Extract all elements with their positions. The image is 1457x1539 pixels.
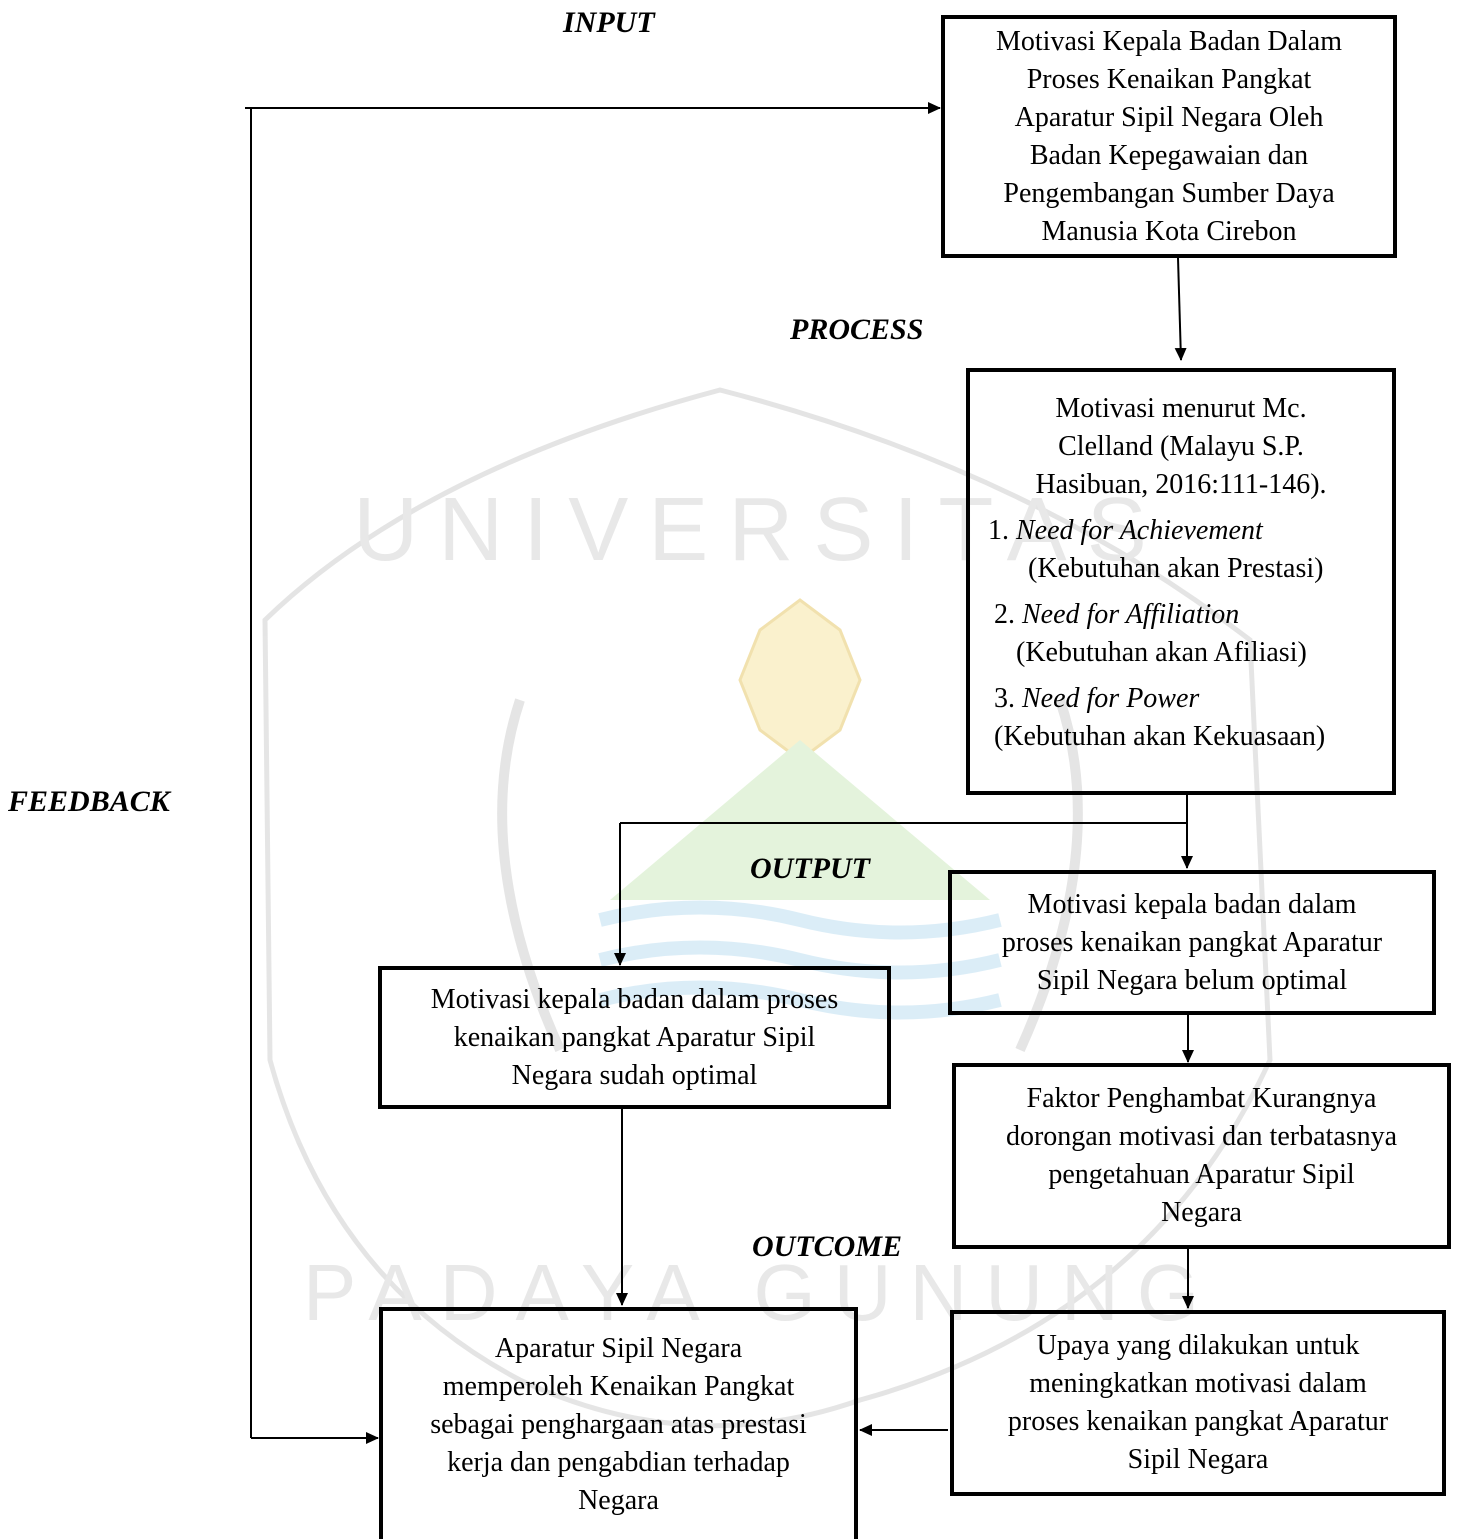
label-input: INPUT xyxy=(563,6,655,39)
label-process: PROCESS xyxy=(790,313,924,346)
label-outcome: OUTCOME xyxy=(752,1230,903,1263)
needs-list: 1. Need for Achievement (Kebutuhan akan … xyxy=(980,504,1382,756)
input-line: Aparatur Sipil Negara Oleh xyxy=(1014,101,1324,133)
improvement-effort-box: Upaya yang dilakukan untuk meningkatkan … xyxy=(950,1310,1446,1496)
output-optimal-box: Motivasi kepala badan dalam proses kenai… xyxy=(378,966,891,1109)
need-english: Need for Achievement xyxy=(1016,515,1263,546)
outcome-line: Negara xyxy=(578,1485,659,1516)
label-output: OUTPUT xyxy=(750,852,870,885)
need-indonesian: (Kebutuhan akan Prestasi) xyxy=(1028,553,1324,584)
need-number: 3. xyxy=(994,683,1015,714)
output-not-optimal-box: Motivasi kepala badan dalam proses kenai… xyxy=(948,870,1436,1015)
need-item-achievement: 1. Need for Achievement (Kebutuhan akan … xyxy=(980,512,1382,588)
output-right-line: Sipil Negara belum optimal xyxy=(1036,964,1348,996)
process-intro-line: Hasibuan, 2016:111-146). xyxy=(1035,469,1327,500)
output-left-line: Motivasi kepala badan dalam proses xyxy=(430,983,839,1015)
inhibitor-line: pengetahuan Aparatur Sipil xyxy=(1048,1159,1355,1190)
need-english: Need for Affiliation xyxy=(1022,599,1240,630)
outcome-box: Aparatur Sipil Negara memperoleh Kenaika… xyxy=(379,1307,858,1539)
output-right-line: proses kenaikan pangkat Aparatur xyxy=(1001,926,1383,958)
input-box: Motivasi Kepala Badan Dalam Proses Kenai… xyxy=(941,15,1397,258)
outcome-line: memperoleh Kenaikan Pangkat xyxy=(442,1371,795,1402)
need-item-power: 3. Need for Power (Kebutuhan akan Kekuas… xyxy=(980,680,1382,756)
need-item-affiliation: 2. Need for Affiliation (Kebutuhan akan … xyxy=(980,596,1382,672)
input-line: Pengembangan Sumber Daya xyxy=(1003,177,1335,209)
outcome-line: sebagai penghargaan atas prestasi xyxy=(430,1409,807,1440)
arrow-input-to-process xyxy=(1174,257,1187,361)
effort-line: Sipil Negara xyxy=(1127,1444,1269,1475)
label-feedback: FEEDBACK xyxy=(8,785,170,818)
output-right-line: Motivasi kepala badan dalam xyxy=(1027,888,1357,920)
output-left-line: kenaikan pangkat Aparatur Sipil xyxy=(453,1021,816,1053)
need-indonesian: (Kebutuhan akan Afiliasi) xyxy=(1016,637,1307,668)
need-number: 2. xyxy=(994,599,1015,630)
inhibitor-line: Faktor Penghambat Kurangnya xyxy=(1026,1083,1377,1114)
process-intro-line: Motivasi menurut Mc. xyxy=(1055,393,1307,424)
effort-line: meningkatkan motivasi dalam xyxy=(1029,1368,1367,1399)
need-english: Need for Power xyxy=(1022,683,1200,714)
process-box: Motivasi menurut Mc. Clelland (Malayu S.… xyxy=(966,368,1396,795)
input-line: Proses Kenaikan Pangkat xyxy=(1026,63,1312,95)
inhibitor-line: Negara xyxy=(1161,1197,1242,1228)
inhibitor-line: dorongan motivasi dan terbatasnya xyxy=(1005,1121,1398,1152)
input-line: Badan Kepegawaian dan xyxy=(1029,139,1309,171)
need-indonesian: (Kebutuhan akan Kekuasaan) xyxy=(994,721,1326,752)
effort-line: Upaya yang dilakukan untuk xyxy=(1036,1330,1360,1361)
output-left-line: Negara sudah optimal xyxy=(511,1059,758,1091)
need-number: 1. xyxy=(988,515,1009,546)
process-intro-line: Clelland (Malayu S.P. xyxy=(1058,431,1304,462)
outcome-line: Aparatur Sipil Negara xyxy=(494,1333,743,1364)
effort-line: proses kenaikan pangkat Aparatur xyxy=(1007,1406,1389,1437)
outcome-line: kerja dan pengabdian terhadap xyxy=(447,1447,790,1478)
input-line: Manusia Kota Cirebon xyxy=(1041,215,1297,247)
input-line: Motivasi Kepala Badan Dalam xyxy=(995,25,1342,57)
inhibiting-factor-box: Faktor Penghambat Kurangnya dorongan mot… xyxy=(952,1063,1451,1249)
